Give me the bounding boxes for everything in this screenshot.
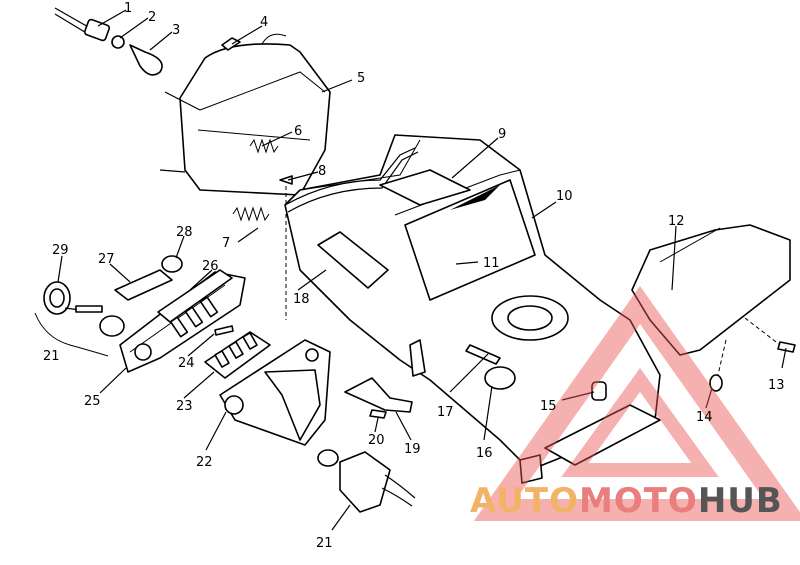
callout-1: 1 (124, 1, 132, 16)
callout-18: 18 (293, 292, 310, 307)
callout-10: 10 (556, 189, 573, 204)
leader-lines (57, 9, 787, 531)
switch-panel-assembly (34, 255, 416, 513)
watermark: AUTOMOTOHUB (470, 285, 800, 521)
callout-2: 2 (148, 10, 156, 25)
callout-13: 13 (768, 378, 785, 393)
svg-text:AUTOMOTOHUB: AUTOMOTOHUB (470, 481, 783, 521)
callout-27: 27 (98, 252, 115, 267)
callout-5: 5 (357, 71, 365, 86)
callout-7: 7 (222, 236, 230, 251)
callout-25: 25 (84, 394, 101, 409)
callout-21-upper: 21 (43, 349, 60, 364)
watermark-auto: AUTO (470, 481, 579, 521)
watermark-moto: MOTO (579, 481, 698, 521)
callout-21-lower: 21 (316, 536, 333, 551)
callout-23: 23 (176, 399, 193, 414)
headlight-assembly (54, 7, 331, 320)
callout-26: 26 (202, 259, 219, 274)
console-body (284, 134, 796, 484)
callout-20: 20 (368, 433, 385, 448)
callout-15: 15 (540, 399, 557, 414)
callout-9: 9 (498, 127, 506, 142)
callout-19: 19 (404, 442, 421, 457)
callout-6: 6 (294, 124, 302, 139)
callout-3: 3 (172, 23, 180, 38)
callout-labels: 1 2 3 4 5 6 7 8 9 10 11 12 13 14 15 16 1… (43, 1, 785, 551)
callout-12: 12 (668, 214, 685, 229)
watermark-triangle-outer (473, 285, 800, 521)
callout-28: 28 (176, 225, 193, 240)
callout-29: 29 (52, 243, 69, 258)
callout-8: 8 (318, 164, 326, 179)
callout-11: 11 (483, 256, 500, 271)
watermark-triangle-inner (561, 368, 719, 477)
watermark-hub: HUB (698, 481, 783, 521)
callout-4: 4 (260, 15, 268, 30)
callout-14: 14 (696, 410, 713, 425)
callout-22: 22 (196, 455, 213, 470)
callout-16: 16 (476, 446, 493, 461)
callout-17: 17 (437, 405, 454, 420)
callout-24: 24 (178, 356, 195, 371)
